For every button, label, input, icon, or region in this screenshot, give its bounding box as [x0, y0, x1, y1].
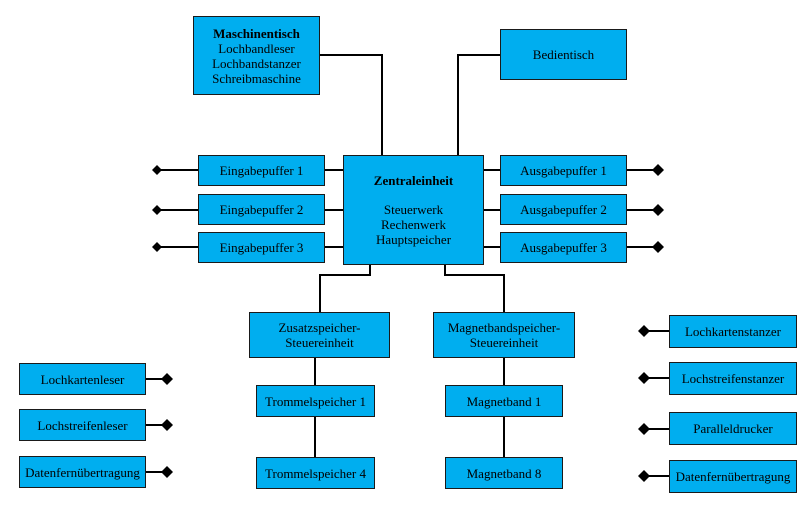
- ausgabepuffer-label: Ausgabepuffer 1: [520, 163, 607, 178]
- paralleldrucker-box: Paralleldrucker: [669, 412, 797, 445]
- lochkartenleser-box: Lochkartenleser: [19, 363, 146, 395]
- trommelspeicher-label: Trommelspeicher 1: [265, 393, 366, 409]
- magnetband-1-box: Magnetband 1: [445, 385, 563, 417]
- maschinentisch-title: Maschinentisch: [213, 25, 300, 41]
- zentraleinheit-title: Zentraleinheit: [373, 173, 454, 188]
- diamond-large: [638, 325, 650, 337]
- output-device-label: Lochkartenstanzer: [684, 324, 781, 339]
- eingabepuffer-1-box: Eingabepuffer 1: [198, 155, 325, 186]
- diamond-small: [152, 242, 162, 252]
- input-device-label: Lochstreifenleser: [37, 417, 128, 433]
- magnetband-label: Magnetband 8: [466, 465, 542, 481]
- zusatzspeicher-box: Zusatzspeicher- Steuereinheit: [249, 312, 390, 358]
- eingabepuffer-label: Eingabepuffer 3: [219, 240, 304, 255]
- zusatzspeicher-line: Zusatzspeicher-: [278, 320, 361, 335]
- output-device-label: Lochstreifenstanzer: [681, 371, 785, 386]
- ausgabepuffer-label: Ausgabepuffer 3: [520, 240, 607, 255]
- trommelspeicher-label: Trommelspeicher 4: [265, 465, 366, 481]
- datenfernuebertragung-in-box: Datenfernübertragung: [19, 456, 146, 488]
- connector-bedientisch: [457, 54, 500, 155]
- connector-magnetbandspeicher: [444, 265, 505, 312]
- diamond-large: [161, 466, 173, 478]
- zentraleinheit-line: Hauptspeicher: [375, 232, 452, 247]
- ausgabepuffer-1-box: Ausgabepuffer 1: [500, 155, 627, 186]
- diamond-large: [638, 470, 650, 482]
- trommelspeicher-4-box: Trommelspeicher 4: [256, 457, 375, 489]
- magnetband-label: Magnetband 1: [466, 393, 542, 409]
- eingabepuffer-3-box: Eingabepuffer 3: [198, 232, 325, 263]
- connector-zusatzspeicher: [319, 265, 371, 312]
- eingabepuffer-2-box: Eingabepuffer 2: [198, 194, 325, 225]
- bedientisch-box: Bedientisch: [500, 29, 627, 80]
- magnetband-8-box: Magnetband 8: [445, 457, 563, 489]
- datenfernuebertragung-out-box: Datenfernübertragung: [669, 460, 797, 493]
- zentraleinheit-box: Zentraleinheit Steuerwerk Rechenwerk Hau…: [343, 155, 484, 265]
- diamond-large: [638, 423, 650, 435]
- ausgabepuffer-2-box: Ausgabepuffer 2: [500, 194, 627, 225]
- bedientisch-label: Bedientisch: [532, 47, 595, 62]
- zentraleinheit-line: Rechenwerk: [381, 217, 446, 232]
- magnetbandspeicher-line: Magnetbandspeicher-: [447, 320, 561, 335]
- magnetbandspeicher-line: Steuereinheit: [469, 335, 539, 350]
- diamond-large: [161, 373, 173, 385]
- eingabepuffer-label: Eingabepuffer 1: [219, 163, 304, 178]
- diamond-small: [152, 165, 162, 175]
- zentraleinheit-line: Steuerwerk: [383, 202, 444, 217]
- maschinentisch-line: Lochbandstanzer: [212, 55, 301, 71]
- connector-maschinentisch: [320, 54, 383, 155]
- diamond-large: [652, 204, 664, 216]
- input-device-label: Datenfernübertragung: [25, 464, 140, 480]
- input-device-label: Lochkartenleser: [40, 371, 125, 387]
- diamond-large: [161, 419, 173, 431]
- lochkartenstanzer-box: Lochkartenstanzer: [669, 315, 797, 348]
- output-device-label: Paralleldrucker: [693, 421, 773, 436]
- diamond-large: [652, 164, 664, 176]
- diamond-large: [638, 372, 650, 384]
- diamond-small: [152, 205, 162, 215]
- lochstreifenstanzer-box: Lochstreifenstanzer: [669, 362, 797, 395]
- output-device-label: Datenfernübertragung: [675, 469, 791, 484]
- lochstreifenleser-box: Lochstreifenleser: [19, 409, 146, 441]
- maschinentisch-line: Lochbandleser: [218, 40, 295, 56]
- ausgabepuffer-3-box: Ausgabepuffer 3: [500, 232, 627, 263]
- eingabepuffer-label: Eingabepuffer 2: [219, 202, 304, 217]
- maschinentisch-box: Maschinentisch Lochbandleser Lochbandsta…: [193, 16, 320, 95]
- diamond-large: [652, 241, 664, 253]
- magnetbandspeicher-box: Magnetbandspeicher- Steuereinheit: [433, 312, 575, 358]
- zusatzspeicher-line: Steuereinheit: [285, 335, 354, 350]
- maschinentisch-line: Schreibmaschine: [212, 70, 301, 86]
- ausgabepuffer-label: Ausgabepuffer 2: [520, 202, 607, 217]
- trommelspeicher-1-box: Trommelspeicher 1: [256, 385, 375, 417]
